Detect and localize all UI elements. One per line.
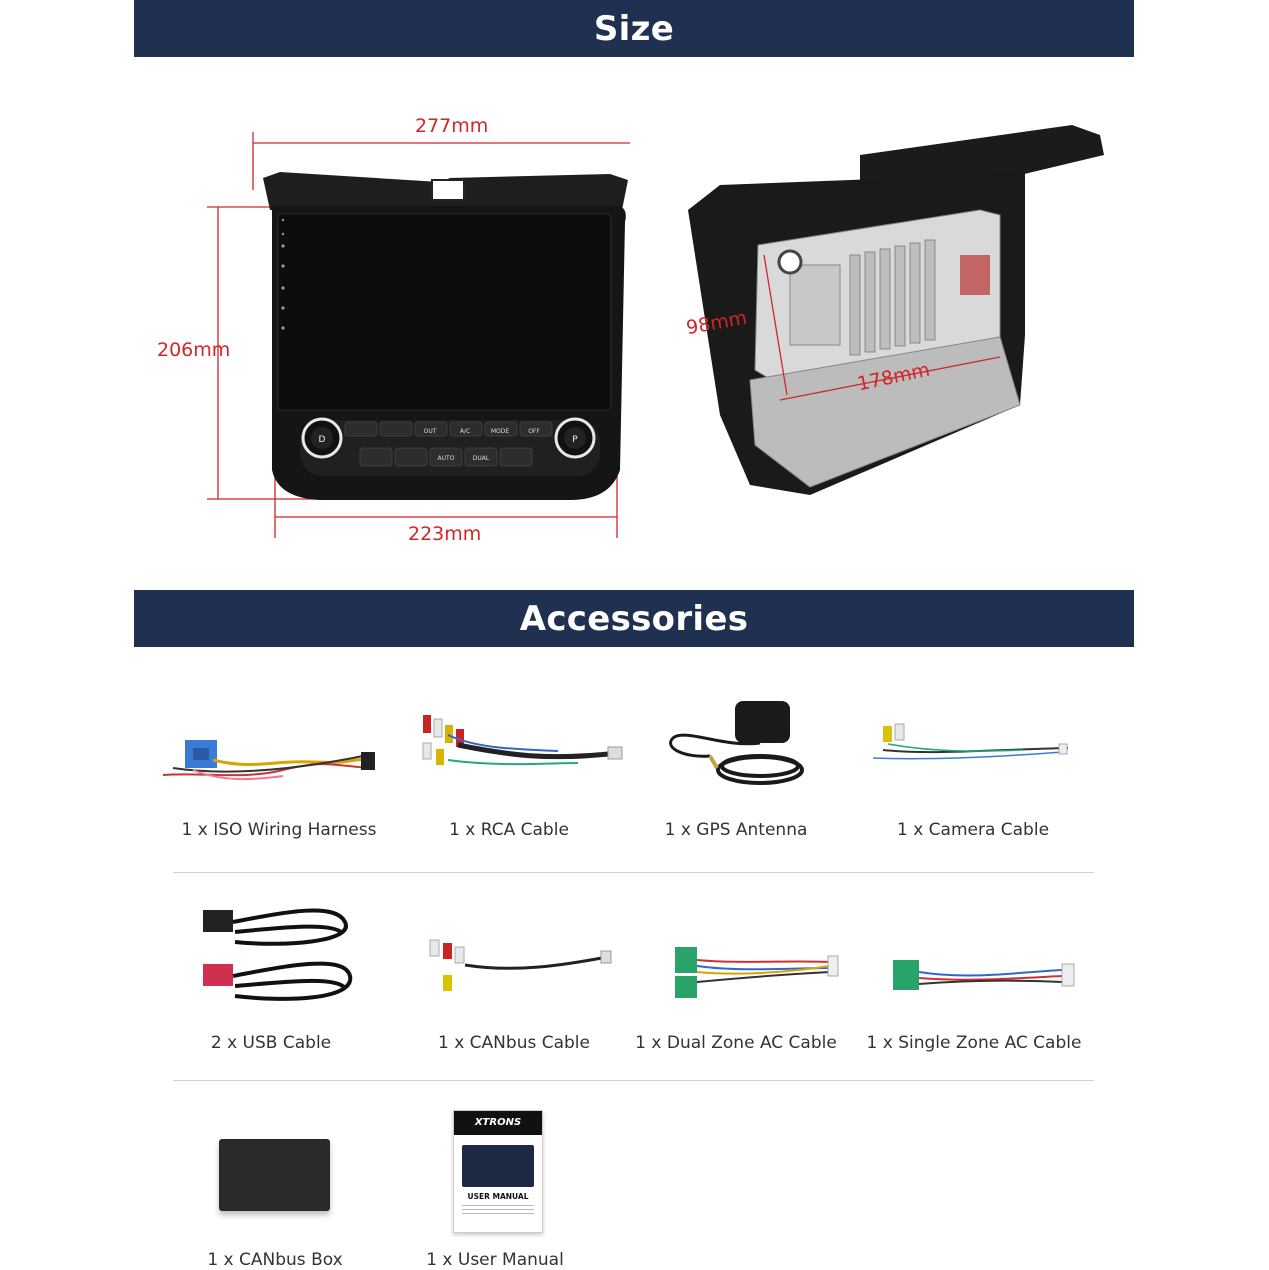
- left-knob-label: D: [319, 435, 326, 445]
- size-section-title: Size: [593, 8, 675, 49]
- panel-button-ac: A/C: [460, 428, 470, 435]
- manual-cover-screen: [462, 1145, 534, 1187]
- usb-cable-icon: [203, 908, 353, 1001]
- user-manual-icon: XTRONS USER MANUAL: [453, 1110, 543, 1233]
- canbus-cable-icon: [429, 939, 612, 991]
- accessory-label-usb-cable: 2 x USB Cable: [210, 1033, 332, 1053]
- right-knob-label: P: [572, 435, 578, 445]
- panel-button-off: OFF: [528, 428, 540, 435]
- panel-button-dual: DUAL: [473, 455, 490, 462]
- panel-button-out: OUT: [424, 428, 437, 435]
- front-unit-diagram: OUT A/C MODE OFF AUTO DUAL D P: [207, 132, 630, 538]
- dimension-width-top: 277mm: [415, 115, 489, 137]
- accessory-label-iso-harness: 1 x ISO Wiring Harness: [181, 820, 377, 840]
- manual-brand: XTRONS: [454, 1111, 542, 1135]
- iso-harness-icon: [163, 740, 375, 781]
- accessories-section-title: Accessories: [519, 598, 749, 639]
- dimension-height-left: 206mm: [157, 339, 231, 361]
- accessory-label-rca-cable: 1 x RCA Cable: [449, 820, 569, 840]
- accessory-label-single-zone-cable: 1 x Single Zone AC Cable: [866, 1033, 1082, 1053]
- panel-button-mode: MODE: [491, 428, 510, 435]
- row-divider-2: [173, 1080, 1094, 1081]
- accessory-label-canbus-cable: 1 x CANbus Cable: [438, 1033, 590, 1053]
- accessory-label-gps-antenna: 1 x GPS Antenna: [664, 820, 808, 840]
- accessory-label-dual-zone-cable: 1 x Dual Zone AC Cable: [635, 1033, 837, 1053]
- accessory-label-canbus-box: 1 x CANbus Box: [207, 1250, 343, 1270]
- rear-unit-diagram: [688, 125, 1104, 495]
- gps-antenna-icon: [669, 701, 804, 785]
- accessories-section-banner: Accessories: [134, 590, 1134, 647]
- accessory-label-camera-cable: 1 x Camera Cable: [896, 820, 1050, 840]
- size-section-banner: Size: [134, 0, 1134, 57]
- dimension-width-bottom: 223mm: [408, 523, 482, 545]
- single-zone-cable-icon: [893, 960, 1075, 990]
- row-divider-1: [173, 872, 1094, 873]
- panel-button-auto: AUTO: [438, 455, 455, 462]
- accessory-label-user-manual: 1 x User Manual: [426, 1250, 564, 1270]
- dual-zone-cable-icon: [675, 947, 839, 998]
- manual-title: USER MANUAL: [467, 1192, 529, 1201]
- rca-cable-icon: [422, 715, 623, 766]
- camera-cable-icon: [873, 723, 1069, 760]
- canbus-box-icon: [219, 1139, 330, 1211]
